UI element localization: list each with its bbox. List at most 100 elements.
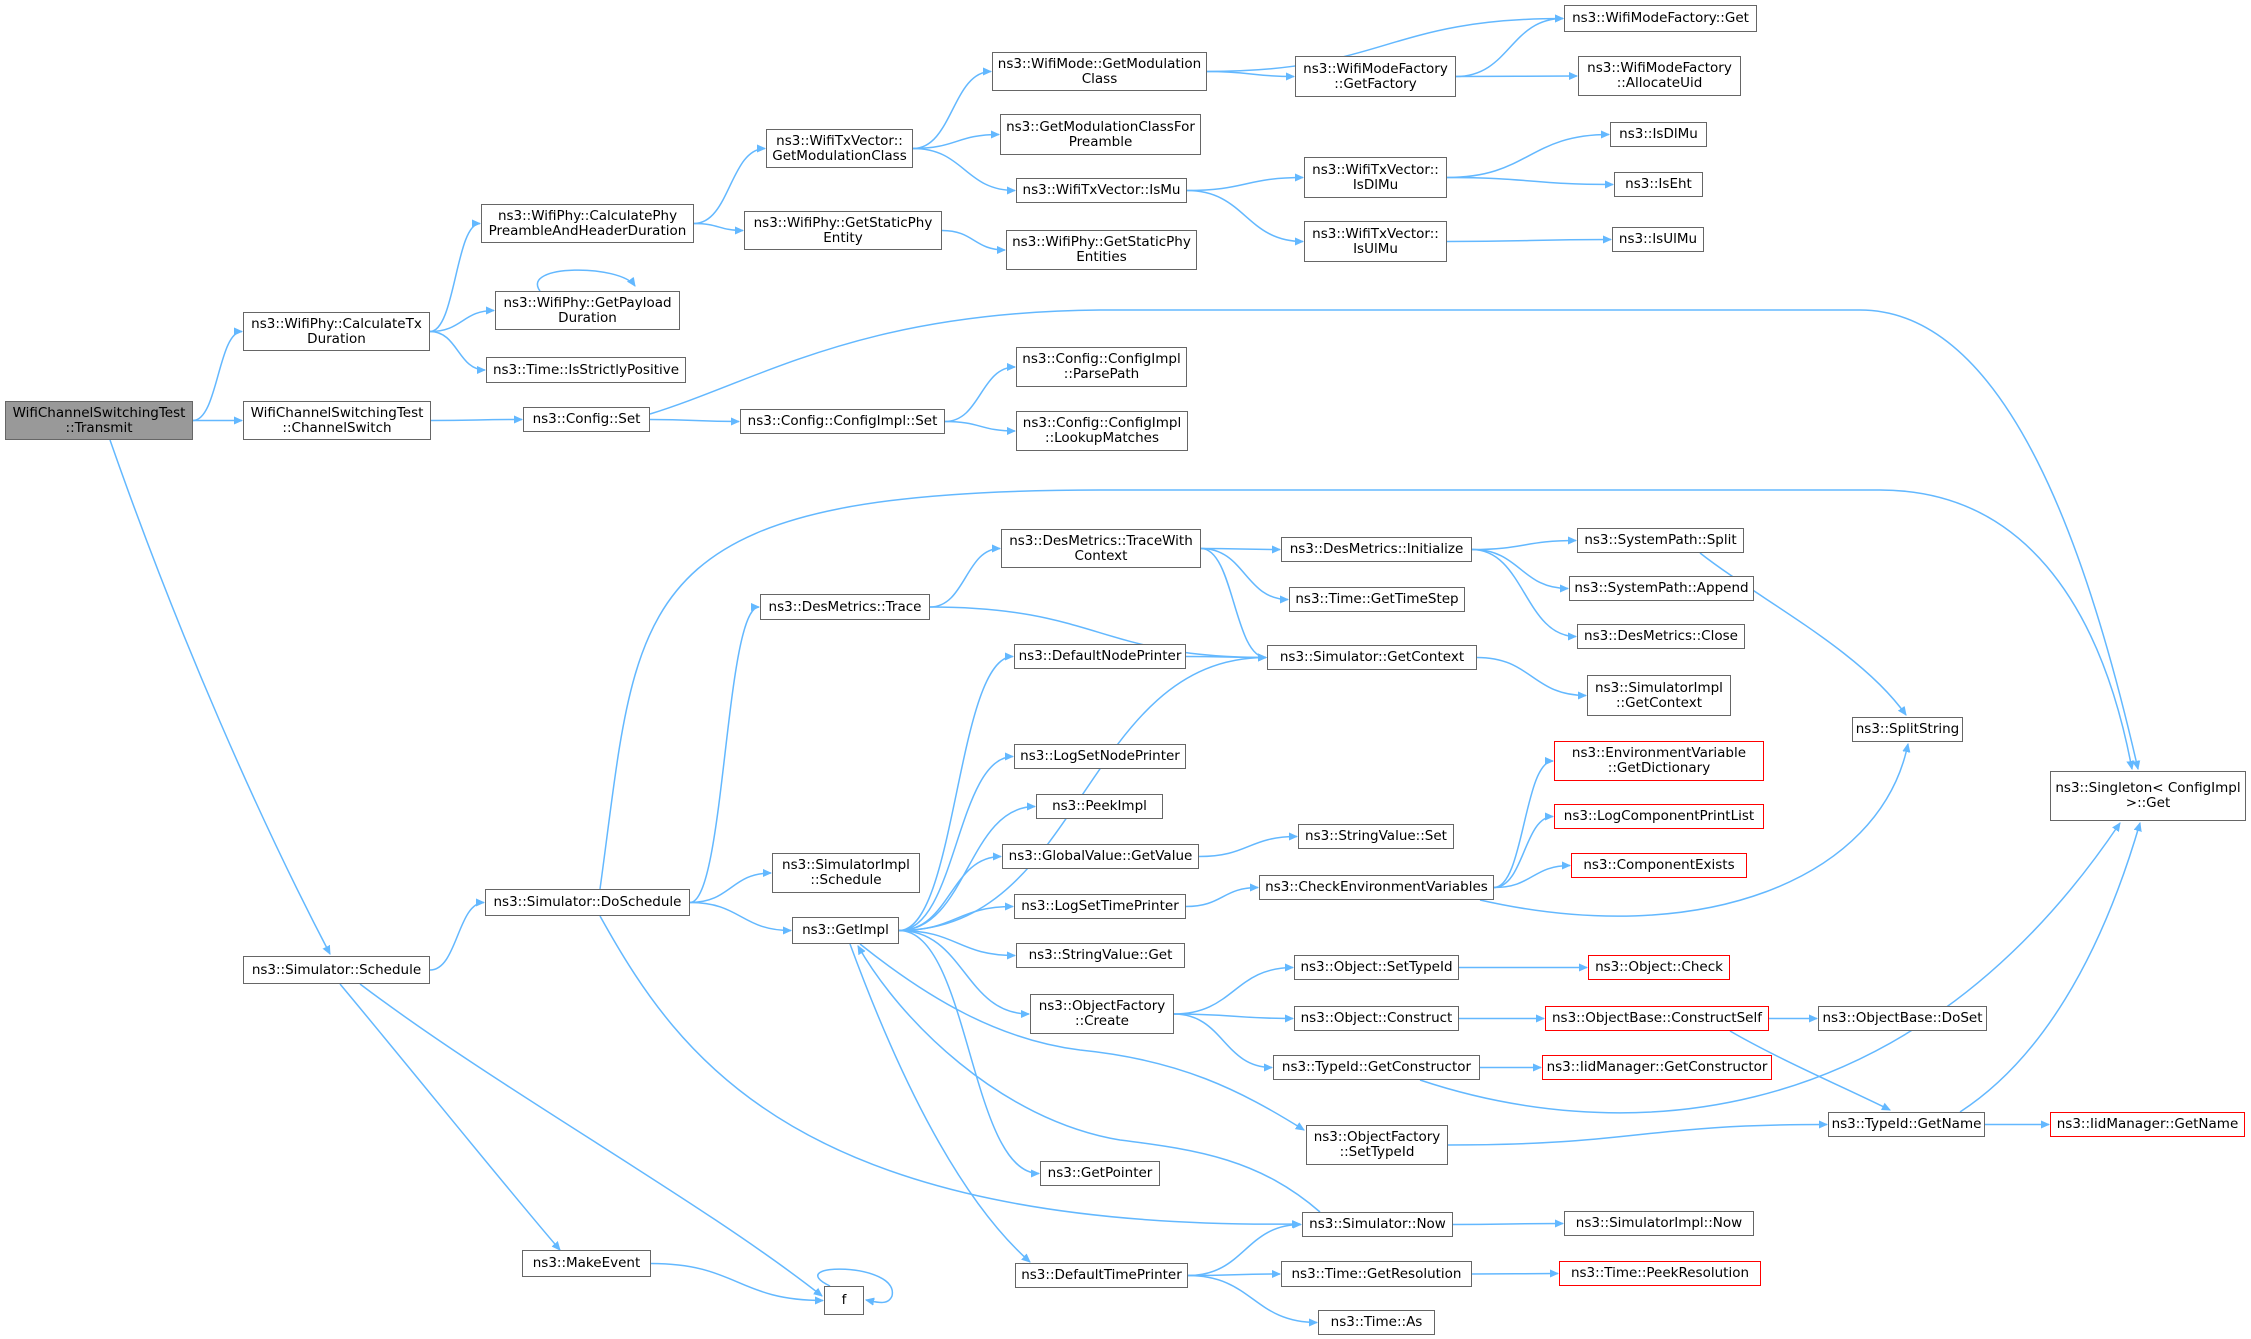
graph-node-n41[interactable]: ns3::Object::SetTypeId — [1294, 955, 1459, 980]
graph-node-n44[interactable]: ns3::ObjectFactory::SetTypeId — [1306, 1125, 1448, 1165]
graph-node-label: ::ChannelSwitch — [282, 419, 392, 436]
graph-node-n33[interactable]: ns3::WifiModeFactory::GetFactory — [1295, 56, 1456, 97]
edge-n7-n69 — [649, 309, 2138, 769]
graph-node-n60[interactable]: ns3::Object::Check — [1588, 955, 1730, 980]
graph-node-label: ns3::ObjectBase::ConstructSelf — [1552, 1010, 1762, 1026]
graph-node-n63[interactable]: ns3::TypeId::GetName — [1828, 1112, 1985, 1137]
graph-node-n47[interactable]: ns3::Time::As — [1318, 1310, 1435, 1335]
graph-node-n69[interactable]: ns3::Singleton< ConfigImpl>::Get — [2050, 771, 2246, 821]
edge-n30-n42 — [1173, 1013, 1293, 1019]
graph-node-n24[interactable]: ns3::DefaultNodePrinter — [1014, 644, 1186, 669]
graph-node-n42[interactable]: ns3::Object::Construct — [1294, 1006, 1459, 1031]
graph-node-label: ns3::GetModulationClassFor — [1006, 118, 1195, 135]
graph-node-n28[interactable]: ns3::LogSetTimePrinter — [1014, 894, 1186, 919]
graph-node-n46[interactable]: ns3::Time::GetResolution — [1281, 1261, 1472, 1287]
graph-node-n40[interactable]: ns3::CheckEnvironmentVariables — [1259, 875, 1494, 900]
graph-node-n29[interactable]: ns3::StringValue::Get — [1016, 943, 1185, 968]
graph-node-n2[interactable]: WifiChannelSwitchingTest::ChannelSwitch — [243, 401, 431, 440]
graph-node-label: ::Schedule — [810, 872, 882, 888]
graph-node-n6[interactable]: ns3::Time::IsStrictlyPositive — [486, 357, 686, 383]
graph-node-n45[interactable]: ns3::Simulator::Now — [1302, 1212, 1453, 1237]
graph-node-label: ns3::WifiMode::GetModulation — [997, 55, 1202, 72]
graph-node-n53[interactable]: ns3::SystemPath::Split — [1577, 528, 1744, 553]
graph-node-label: ns3::Singleton< ConfigImpl — [2055, 780, 2241, 796]
graph-node-n7[interactable]: ns3::Config::Set — [523, 407, 650, 432]
graph-node-n16[interactable]: ns3::GetImpl — [792, 917, 899, 944]
graph-node-n27[interactable]: ns3::GlobalValue::GetValue — [1002, 844, 1199, 869]
graph-node-label: ns3::DesMetrics::TraceWith — [1009, 532, 1193, 549]
graph-node-n65[interactable]: ns3::Time::PeekResolution — [1559, 1261, 1761, 1286]
graph-node-n57[interactable]: ns3::EnvironmentVariable::GetDictionary — [1554, 741, 1764, 781]
graph-node-n13[interactable]: ns3::Config::ConfigImpl::Set — [740, 409, 945, 434]
graph-node-n35[interactable]: ns3::WifiTxVector::IsUlMu — [1304, 221, 1447, 262]
graph-node-n26[interactable]: ns3::PeekImpl — [1036, 794, 1163, 819]
graph-node-n37[interactable]: ns3::Time::GetTimeStep — [1289, 587, 1465, 612]
graph-node-label: ns3::SimulatorImpl — [1595, 679, 1723, 696]
edge-n4-n11 — [693, 149, 765, 225]
edge-n27-n39 — [1198, 837, 1297, 858]
edge-n16-n32 — [849, 943, 1030, 1262]
edge-n44-n63 — [1447, 1125, 1827, 1146]
graph-node-n48[interactable]: ns3::WifiModeFactory::Get — [1564, 5, 1757, 32]
graph-node-n36[interactable]: ns3::DesMetrics::Initialize — [1281, 537, 1472, 562]
edge-n14-n38 — [929, 606, 1266, 658]
graph-node-n3[interactable]: ns3::Simulator::Schedule — [243, 956, 430, 984]
graph-node-n19[interactable]: ns3::WifiTxVector::IsMu — [1016, 178, 1187, 203]
edge-n11-n17 — [912, 72, 991, 150]
graph-node-n52[interactable]: ns3::IsUlMu — [1612, 227, 1704, 252]
graph-node-n31[interactable]: ns3::GetPointer — [1040, 1161, 1160, 1186]
graph-node-n59[interactable]: ns3::ComponentExists — [1571, 853, 1747, 878]
graph-node-n39[interactable]: ns3::StringValue::Set — [1298, 824, 1454, 849]
graph-node-n56[interactable]: ns3::SimulatorImpl::GetContext — [1587, 675, 1731, 716]
graph-node-n67[interactable]: ns3::ObjectBase::DoSet — [1818, 1006, 1987, 1031]
graph-node-n66[interactable]: ns3::SplitString — [1852, 717, 1963, 742]
graph-node-n30[interactable]: ns3::ObjectFactory::Create — [1030, 994, 1174, 1034]
graph-node-n9[interactable]: ns3::MakeEvent — [522, 1250, 651, 1277]
graph-node-n55[interactable]: ns3::DesMetrics::Close — [1577, 624, 1745, 649]
edge-n16-n25 — [898, 757, 1013, 932]
graph-node-n50[interactable]: ns3::IsDlMu — [1610, 122, 1707, 147]
graph-node-n8[interactable]: ns3::Simulator::DoSchedule — [485, 889, 690, 916]
graph-node-n62[interactable]: ns3::IidManager::GetConstructor — [1542, 1055, 1772, 1080]
graph-node-label: ns3::WifiTxVector:: — [776, 132, 903, 149]
graph-node-n34[interactable]: ns3::WifiTxVector::IsDlMu — [1304, 157, 1447, 198]
graph-node-n11[interactable]: ns3::WifiTxVector::GetModulationClass — [766, 129, 913, 168]
graph-node-label: ns3::WifiModeFactory::Get — [1572, 10, 1749, 26]
graph-node-n25[interactable]: ns3::LogSetNodePrinter — [1014, 744, 1186, 769]
graph-node-n15[interactable]: ns3::SimulatorImpl::Schedule — [772, 853, 920, 893]
graph-node-n51[interactable]: ns3::IsEht — [1614, 172, 1703, 197]
graph-node-label: ns3::IsUlMu — [1618, 231, 1698, 247]
graph-node-n49[interactable]: ns3::WifiModeFactory::AllocateUid — [1578, 56, 1741, 96]
graph-node-n64[interactable]: ns3::SimulatorImpl::Now — [1564, 1211, 1754, 1236]
graph-node-label: ns3::CheckEnvironmentVariables — [1265, 879, 1488, 895]
graph-node-n14[interactable]: ns3::DesMetrics::Trace — [760, 594, 930, 620]
graph-node-label: ns3::Object::Construct — [1300, 1010, 1453, 1026]
graph-node-n32[interactable]: ns3::DefaultTimePrinter — [1015, 1263, 1188, 1288]
graph-node-label: ns3::Config::ConfigImpl — [1022, 415, 1182, 431]
graph-node-n0[interactable]: WifiChannelSwitchingTest::Transmit — [5, 401, 193, 440]
graph-node-n38[interactable]: ns3::Simulator::GetContext — [1267, 645, 1477, 670]
graph-node-n58[interactable]: ns3::LogComponentPrintList — [1554, 804, 1764, 829]
graph-node-n22[interactable]: ns3::Config::ConfigImpl::LookupMatches — [1016, 411, 1188, 451]
graph-node-n21[interactable]: ns3::Config::ConfigImpl::ParsePath — [1016, 347, 1187, 387]
graph-node-label: ns3::Object::Check — [1595, 959, 1723, 975]
graph-node-n43[interactable]: ns3::TypeId::GetConstructor — [1273, 1055, 1480, 1080]
graph-node-label: GetModulationClass — [772, 147, 907, 164]
graph-node-n68[interactable]: ns3::IidManager::GetName — [2050, 1112, 2245, 1137]
edge-n1-n6 — [429, 330, 485, 371]
graph-node-n54[interactable]: ns3::SystemPath::Append — [1569, 576, 1754, 601]
edge-n16-n24 — [898, 657, 1013, 932]
graph-node-label: ns3::Time::IsStrictlyPositive — [492, 361, 680, 378]
graph-node-n61[interactable]: ns3::ObjectBase::ConstructSelf — [1545, 1006, 1769, 1031]
graph-node-n10[interactable]: f — [824, 1286, 864, 1315]
edge-n36-n54 — [1471, 548, 1568, 589]
graph-node-label: ::AllocateUid — [1616, 75, 1703, 91]
